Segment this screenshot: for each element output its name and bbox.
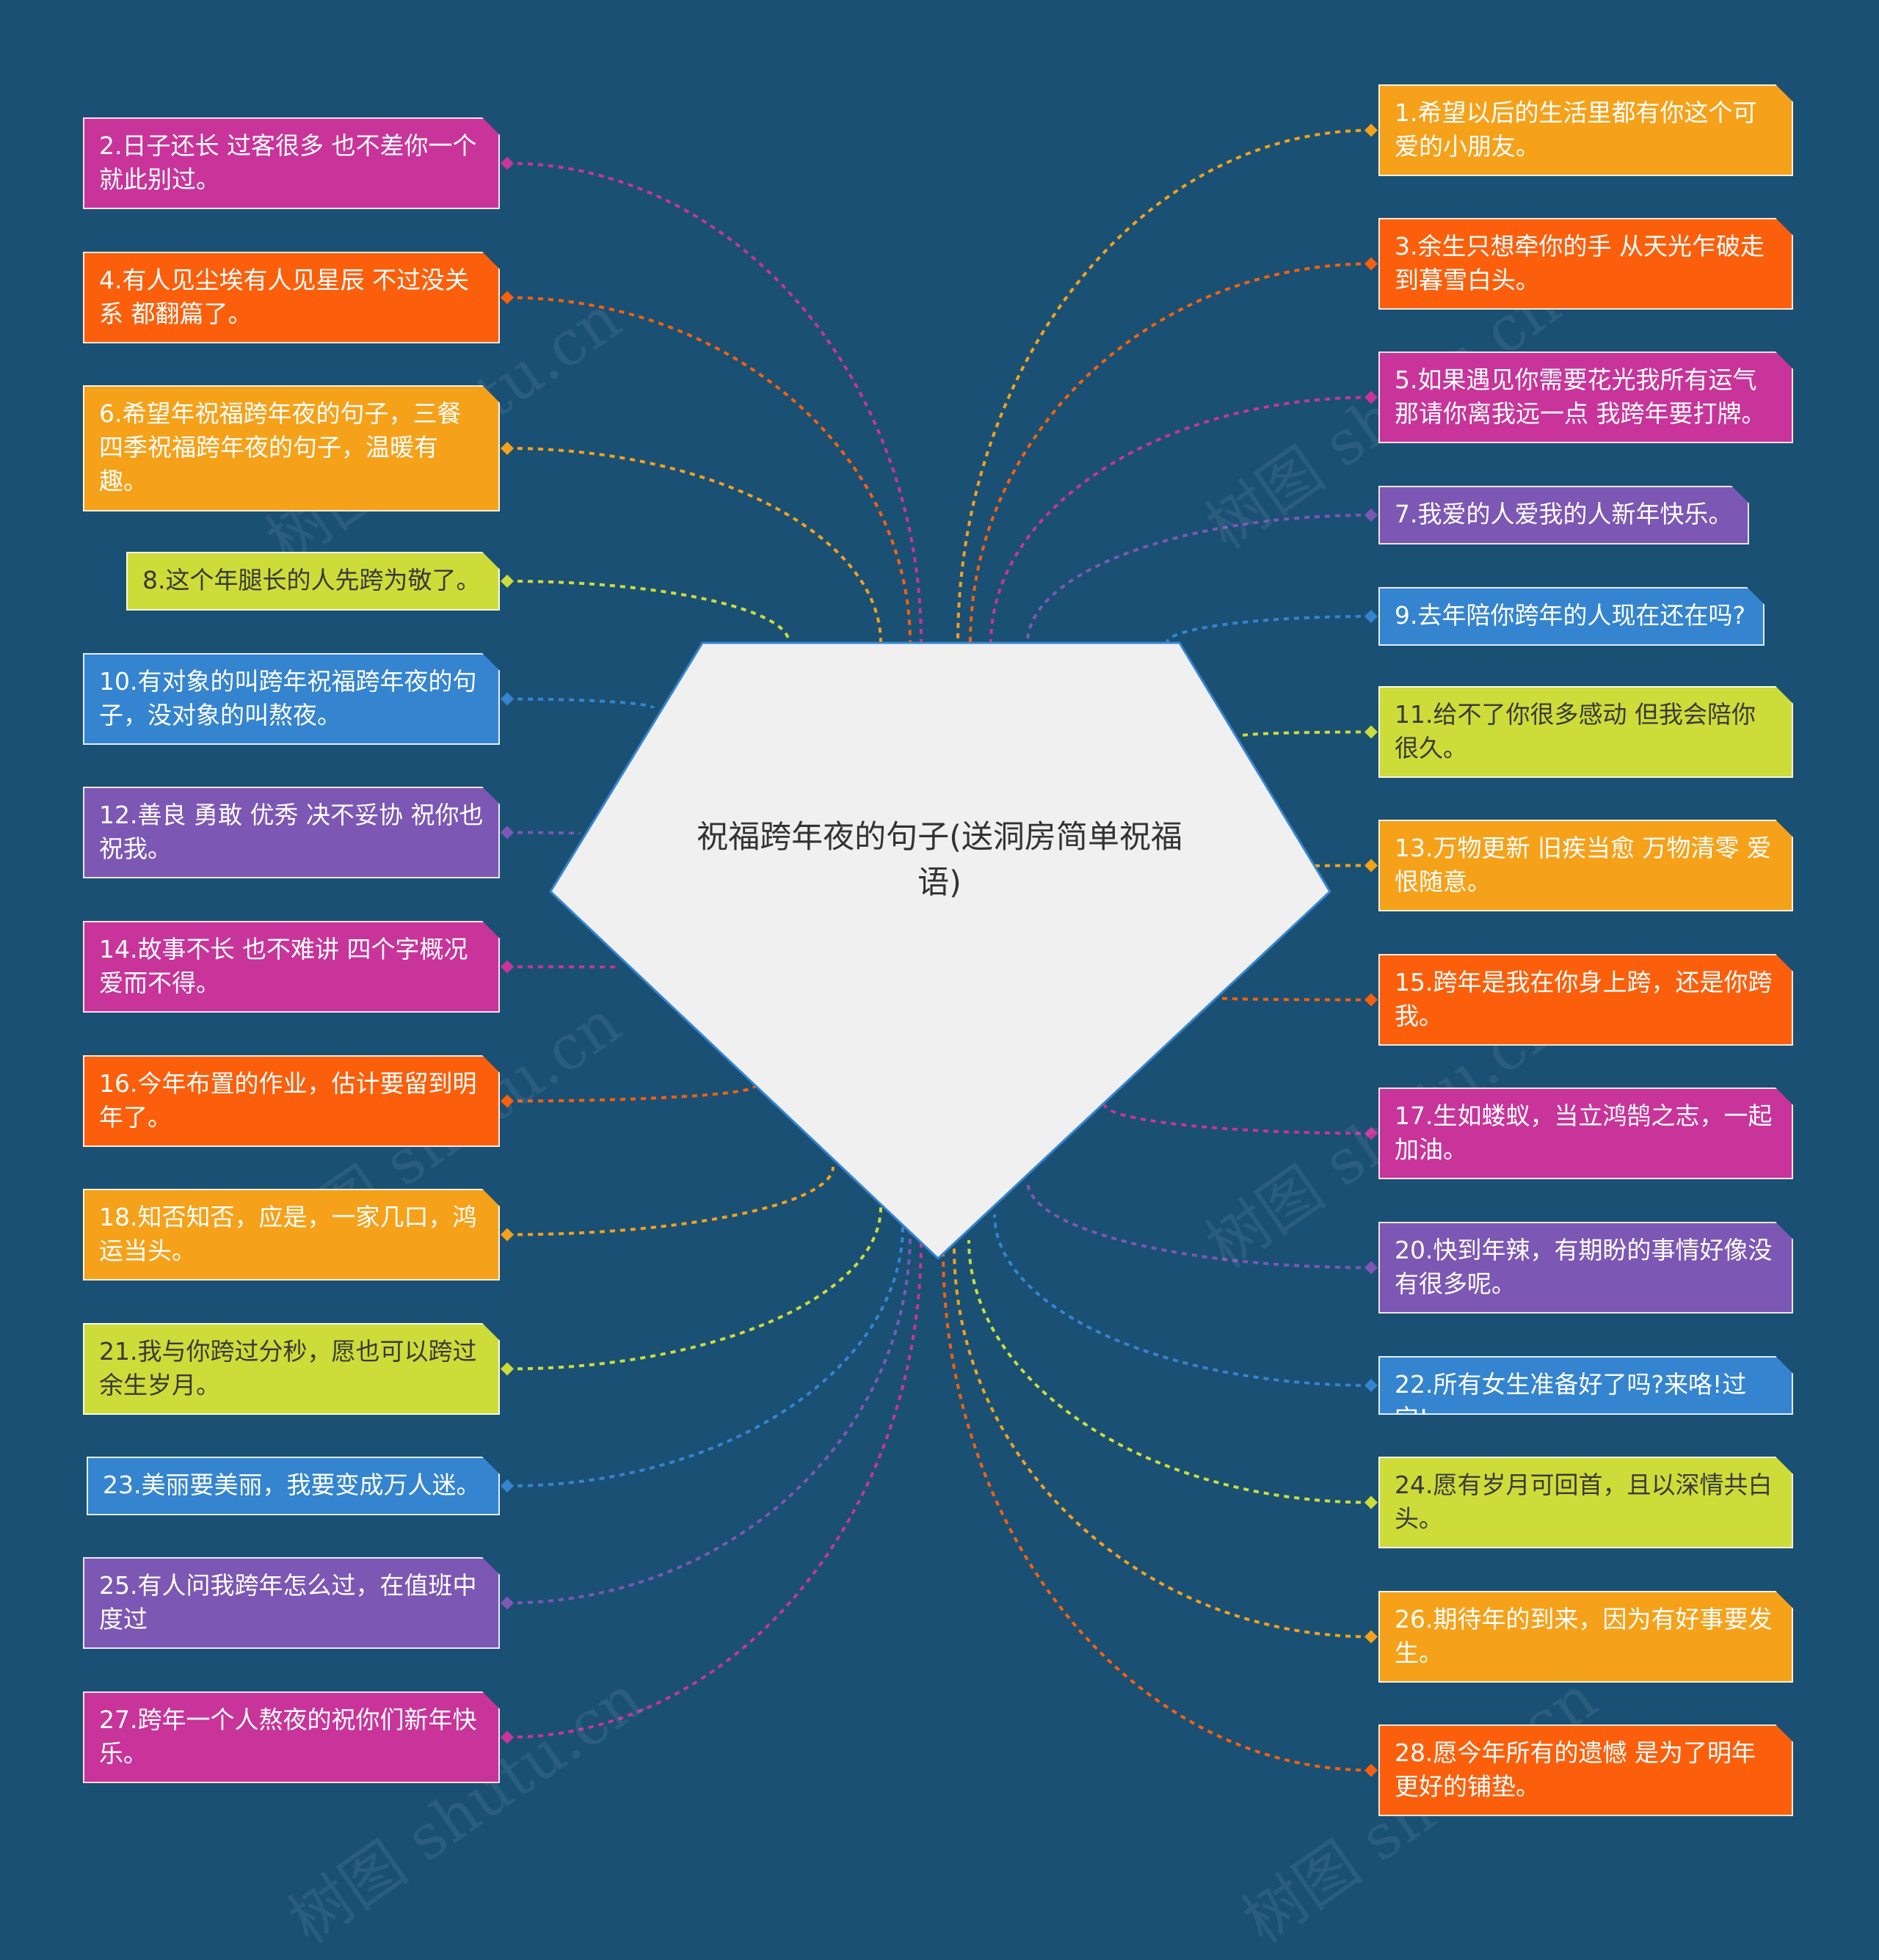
topic-node-20[interactable]: 20.快到年辣，有期盼的事情好像没有很多呢。 (1378, 1222, 1793, 1314)
connector-line-12 (506, 831, 581, 835)
topic-node-8[interactable]: 8.这个年腿长的人先跨为敬了。 (126, 552, 500, 611)
connector-diamond-21 (501, 1362, 514, 1376)
connector-line-17 (1103, 1104, 1372, 1135)
connector-diamond-5 (1364, 390, 1378, 404)
connector-diamond-1 (1364, 123, 1378, 137)
connector-line-13 (1312, 864, 1372, 867)
connector-diamond-24 (1364, 1495, 1378, 1509)
connector-diamond-25 (501, 1596, 514, 1610)
connector-diamond-13 (1364, 859, 1378, 872)
topic-node-3[interactable]: 3.余生只想牵你的手 从天光乍破走到暮雪白头。 (1378, 218, 1793, 310)
connector-diamond-20 (1364, 1261, 1378, 1275)
connector-line-21 (506, 1206, 882, 1371)
topic-node-4[interactable]: 4.有人见尘埃有人见星辰 不过没关系 都翻篇了。 (83, 252, 500, 343)
topic-node-26[interactable]: 26.期待年的到来，因为有好事要发生。 (1378, 1591, 1793, 1683)
connector-diamond-16 (501, 1094, 514, 1108)
connector-diamond-6 (501, 442, 514, 455)
topic-node-12[interactable]: 12.善良 勇敢 优秀 决不妥协 祝你也祝我。 (83, 787, 500, 878)
connector-diamond-3 (1364, 257, 1378, 271)
connector-line-4 (506, 296, 912, 644)
topic-node-14[interactable]: 14.故事不长 也不难讲 四个字概况爱而不得。 (83, 921, 500, 1013)
connector-line-22 (993, 1214, 1372, 1387)
connector-line-6 (506, 447, 882, 644)
connector-line-18 (506, 1166, 835, 1236)
topic-node-28[interactable]: 28.愿今年所有的遗憾 是为了明年更好的铺垫。 (1378, 1724, 1793, 1816)
connector-line-24 (967, 1239, 1372, 1504)
connector-line-3 (969, 262, 1372, 644)
topic-node-25[interactable]: 25.有人问我跨年怎么过，在值班中度过 (83, 1557, 500, 1649)
connector-diamond-8 (501, 575, 514, 588)
connector-line-26 (953, 1247, 1372, 1639)
connector-diamond-17 (1364, 1126, 1378, 1140)
topic-node-11[interactable]: 11.给不了你很多感动 但我会陪你很久。 (1378, 686, 1793, 778)
connector-line-10 (506, 697, 655, 710)
topic-node-16[interactable]: 16.今年布置的作业，估计要留到明年了。 (83, 1055, 500, 1147)
connector-diamond-7 (1364, 509, 1378, 522)
connector-diamond-18 (501, 1228, 514, 1242)
topic-node-24[interactable]: 24.愿有岁月可回首，且以深情共白头。 (1378, 1457, 1793, 1548)
connector-line-28 (942, 1250, 1372, 1772)
connector-diamond-27 (501, 1730, 514, 1744)
topic-node-21[interactable]: 21.我与你跨过分秒，愿也可以跨过余生岁月。 (83, 1323, 500, 1415)
topic-node-9[interactable]: 9.去年陪你跨年的人现在还在吗? (1378, 587, 1764, 646)
connector-line-9 (1166, 615, 1372, 644)
connector-diamond-10 (501, 692, 514, 706)
topic-node-15[interactable]: 15.跨年是我在你身上跨，还是你跨我。 (1378, 954, 1793, 1046)
topic-node-17[interactable]: 17.生如蝼蚁，当立鸿鹄之志，一起加油。 (1378, 1088, 1793, 1179)
connector-diamond-23 (501, 1479, 514, 1493)
topic-node-7[interactable]: 7.我爱的人爱我的人新年快乐。 (1378, 486, 1749, 544)
topic-node-23[interactable]: 23.美丽要美丽，我要变成万人迷。 (87, 1457, 500, 1515)
topic-node-27[interactable]: 27.跨年一个人熬夜的祝你们新年快乐。 (83, 1691, 500, 1783)
connector-line-27 (506, 1239, 923, 1739)
connector-diamond-26 (1364, 1630, 1378, 1644)
topic-node-10[interactable]: 10.有对象的叫跨年祝福跨年夜的句子，没对象的叫熬夜。 (83, 653, 500, 745)
connector-diamond-4 (501, 291, 514, 305)
topic-node-22[interactable]: 22.所有女生准备好了吗?来咯!过它! (1378, 1356, 1793, 1415)
connector-line-23 (506, 1225, 904, 1487)
connector-line-15 (1217, 997, 1372, 1002)
topic-node-1[interactable]: 1.希望以后的生活里都有你这个可爱的小朋友。 (1378, 84, 1793, 176)
connector-line-11 (1239, 730, 1372, 737)
connector-diamond-12 (501, 826, 514, 839)
connector-diamond-22 (1364, 1379, 1378, 1392)
topic-node-6[interactable]: 6.希望年祝福跨年夜的句子，三餐四季祝福跨年夜的句子，温暖有趣。 (83, 385, 500, 511)
connector-line-20 (1026, 1181, 1372, 1269)
topic-node-18[interactable]: 18.知否知否，应是，一家几口，鸿运当头。 (83, 1189, 500, 1280)
center-topic-title[interactable]: 祝福跨年夜的句子(送洞房简单祝福语) (697, 819, 1182, 901)
connector-line-1 (956, 128, 1372, 644)
connector-diamond-14 (501, 960, 514, 974)
connector-line-8 (506, 580, 791, 644)
connector-diamond-2 (501, 156, 514, 170)
connector-layer (501, 123, 1378, 1777)
connector-diamond-15 (1364, 993, 1378, 1007)
connector-diamond-9 (1364, 610, 1378, 623)
connector-line-2 (506, 161, 923, 644)
topic-node-13[interactable]: 13.万物更新 旧疾当愈 万物清零 爱恨随意。 (1378, 820, 1793, 911)
connector-line-25 (506, 1232, 912, 1605)
connector-line-14 (506, 965, 622, 969)
connector-line-16 (506, 1085, 756, 1103)
connector-diamond-11 (1364, 725, 1378, 739)
connector-diamond-28 (1364, 1763, 1378, 1777)
connector-line-7 (1026, 514, 1372, 644)
topic-node-5[interactable]: 5.如果遇见你需要花光我所有运气 那请你离我远一点 我跨年要打牌。 (1378, 351, 1793, 443)
center-topic-shape[interactable] (549, 641, 1331, 1261)
connector-line-5 (989, 396, 1372, 644)
topic-node-2[interactable]: 2.日子还长 过客很多 也不差你一个 就此别过。 (83, 117, 500, 209)
